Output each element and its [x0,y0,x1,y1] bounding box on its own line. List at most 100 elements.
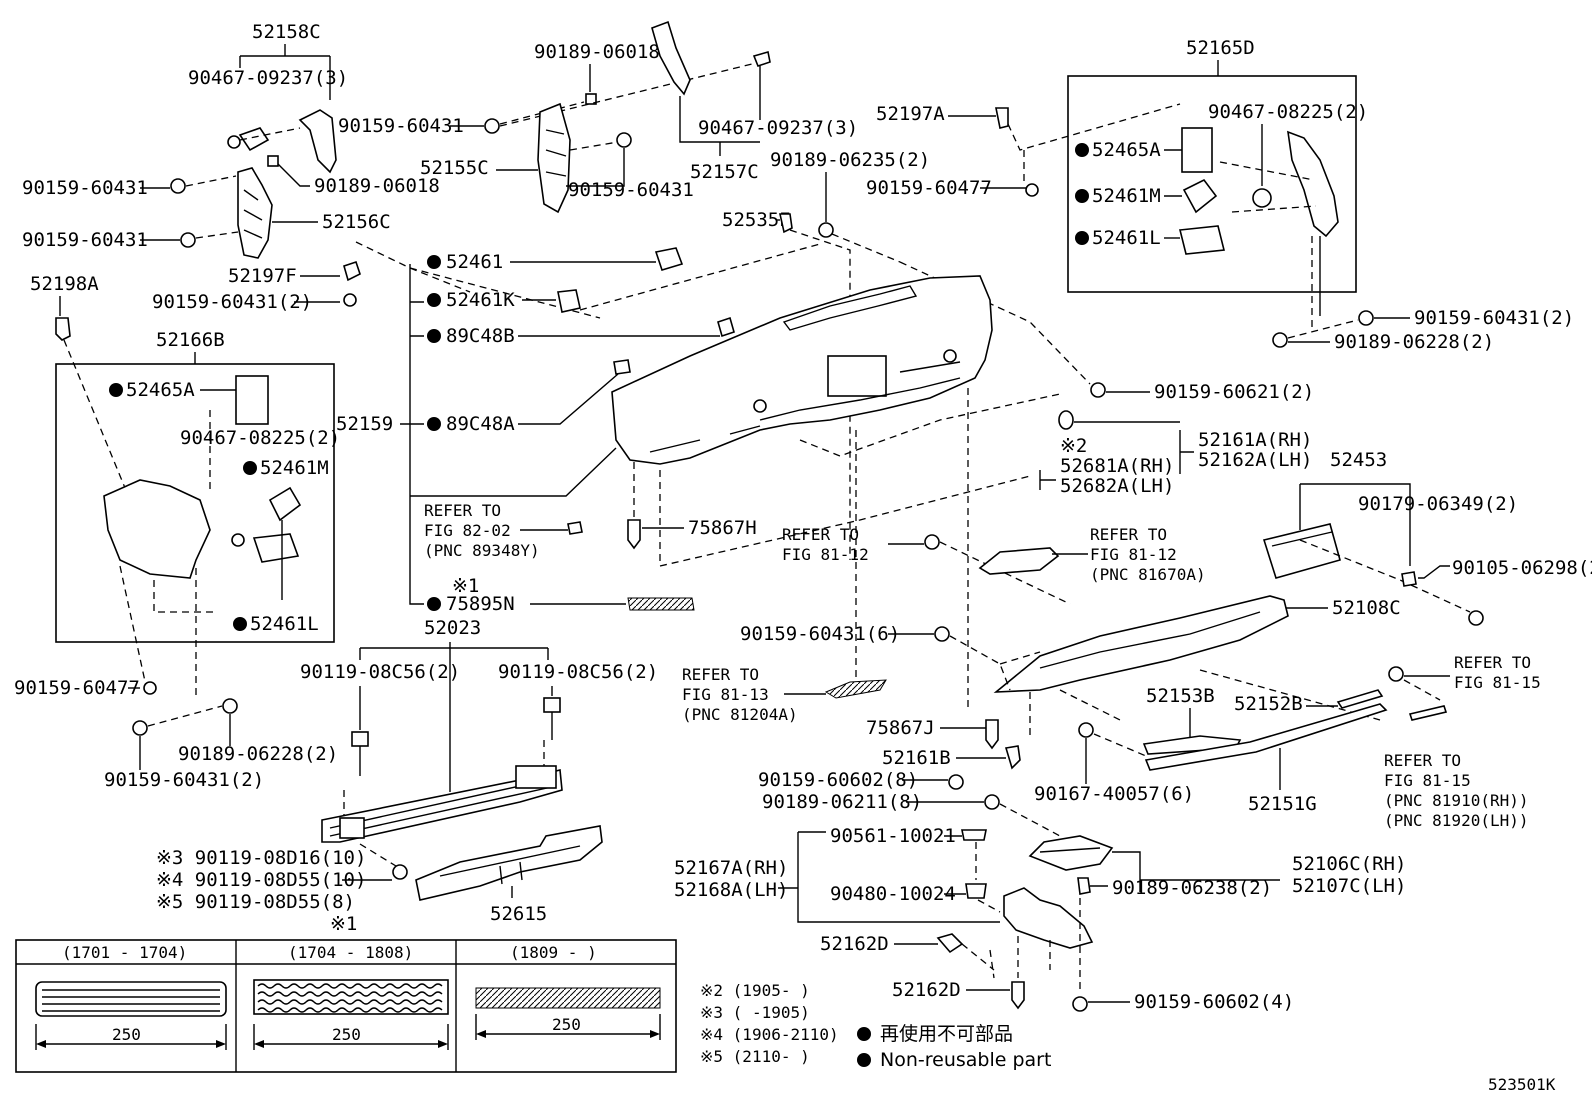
callout-90159-60431-2a[interactable]: 90159-60431(2) [152,291,312,313]
callout-90159-60602-8[interactable]: 90159-60602(8) [758,769,918,791]
callout-52108C[interactable]: 52108C [1332,597,1401,619]
callout-90467-09237-3b[interactable]: 90467-09237(3) [698,117,858,139]
callout-52165D[interactable]: 52165D [1186,37,1255,59]
callout-52461M-b[interactable]: 52461M [1092,185,1161,207]
callout-52198A[interactable]: 52198A [30,273,99,295]
refer-81-15b-d[interactable]: (PNC 81920(LH)) [1384,811,1529,830]
callout-90167-40057-6[interactable]: 90167-40057(6) [1034,783,1194,805]
callout-90480-10024[interactable]: 90480-10024 [830,883,956,905]
refer-81-15b-b[interactable]: FIG 81-15 [1384,771,1471,790]
callout-52682A-LH[interactable]: 52682A(LH) [1060,475,1174,497]
callout-90159-60431-2c[interactable]: 90159-60431(2) [1414,307,1574,329]
callout-52465A-a[interactable]: 52465A [126,379,195,401]
callout-75867J[interactable]: 75867J [866,717,935,739]
callout-89C48B[interactable]: 89C48B [446,325,515,347]
callout-90189-06228-2b[interactable]: 90189-06228(2) [1334,331,1494,353]
callout-90189-06211-8[interactable]: 90189-06211(8) [762,791,922,813]
callout-90561-10021[interactable]: 90561-10021 [830,825,956,847]
callout-52152B[interactable]: 52152B [1234,693,1303,715]
refer-81-15a-b[interactable]: FIG 81-15 [1454,673,1541,692]
refer-81-13-c[interactable]: (PNC 81204A) [682,705,798,724]
callout-52461[interactable]: 52461 [446,251,503,273]
callout-52453[interactable]: 52453 [1330,449,1387,471]
refer-81-13-a[interactable]: REFER TO [682,665,759,684]
callout-90179-06349-2[interactable]: 90179-06349(2) [1358,493,1518,515]
callout-75895N[interactable]: 75895N [446,593,515,615]
refer-82-02-c[interactable]: (PNC 89348Y) [424,541,540,560]
callout-52155C[interactable]: 52155C [420,157,489,179]
legend-note-2: ※2 (1905- ) [700,981,810,1000]
callout-90159-60477-a[interactable]: 90159-60477 [14,677,140,699]
callout-52162D-b[interactable]: 52162D [892,979,961,1001]
callout-90159-60431-d[interactable]: 90159-60431 [338,115,464,137]
callout-52615[interactable]: 52615 [490,903,547,925]
callout-90159-60621-2[interactable]: 90159-60621(2) [1154,381,1314,403]
refer-81-13-b[interactable]: FIG 81-13 [682,685,769,704]
callout-52161B[interactable]: 52161B [882,747,951,769]
callout-52157C[interactable]: 52157C [690,161,759,183]
refer-81-12b-c[interactable]: (PNC 81670A) [1090,565,1206,584]
clip-icon [779,213,793,234]
callout-89C48A[interactable]: 89C48A [446,413,515,435]
dim-variant-2: 250 [332,1025,361,1044]
callout-52166B[interactable]: 52166B [156,329,225,351]
callout-52167A-RH[interactable]: 52167A(RH) [674,857,788,879]
callout-90467-09237-3[interactable]: 90467-09237(3) [188,67,348,89]
callout-52162D-a[interactable]: 52162D [820,933,889,955]
callout-90159-60602-4[interactable]: 90159-60602(4) [1134,991,1294,1013]
callout-52156C[interactable]: 52156C [322,211,391,233]
callout-90119-08C56-2a[interactable]: 90119-08C56(2) [300,661,460,683]
callout-90159-60431-c[interactable]: 90159-60431 [22,229,148,251]
callout-90189-06235-2[interactable]: 90189-06235(2) [770,149,930,171]
clip-icon [924,534,940,550]
refer-82-02-a[interactable]: REFER TO [424,501,501,520]
callout-90159-60431-6[interactable]: 90159-60431(6) [740,623,900,645]
callout-90189-06018-b[interactable]: 90189-06018 [534,41,660,63]
callout-52106C-RH[interactable]: 52106C(RH) [1292,853,1406,875]
clip-icon [995,107,1009,129]
callout-90159-60431-2b[interactable]: 90159-60431(2) [104,769,264,791]
callout-52461K[interactable]: 52461K [446,289,515,311]
note-4-bolt[interactable]: ※4 90119-08D55(10) [156,869,366,891]
callout-52153B[interactable]: 52153B [1146,685,1215,707]
callout-90159-60431-a[interactable]: 90159-60431 [22,177,148,199]
callout-52535E[interactable]: 52535E [722,209,791,231]
callout-52461M-a[interactable]: 52461M [260,457,329,479]
note-5-bolt[interactable]: ※5 90119-08D55(8) [156,891,355,913]
clip-icon [227,135,241,149]
callout-52159[interactable]: 52159 [336,413,393,435]
callout-75867H[interactable]: 75867H [688,517,757,539]
callout-52107C-LH[interactable]: 52107C(LH) [1292,875,1406,897]
callout-52681A-RH[interactable]: 52681A(RH) [1060,455,1174,477]
callout-52465A-b[interactable]: 52465A [1092,139,1161,161]
refer-81-12a-b[interactable]: FIG 81-12 [782,545,869,564]
clip-icon [170,178,186,194]
callout-90119-08C56-2b[interactable]: 90119-08C56(2) [498,661,658,683]
callout-52158C[interactable]: 52158C [252,21,321,43]
refer-81-15b-c[interactable]: (PNC 81910(RH)) [1384,791,1529,810]
refer-81-15a-a[interactable]: REFER TO [1454,653,1531,672]
callout-90467-08225-2b[interactable]: 90467-08225(2) [1208,101,1368,123]
refer-81-12b-b[interactable]: FIG 81-12 [1090,545,1177,564]
callout-90189-06238-2[interactable]: 90189-06238(2) [1112,877,1272,899]
callout-52461L-b[interactable]: 52461L [1092,227,1161,249]
refer-81-15b-a[interactable]: REFER TO [1384,751,1461,770]
callout-90467-08225-2a[interactable]: 90467-08225(2) [180,427,340,449]
callout-52168A-LH[interactable]: 52168A(LH) [674,879,788,901]
refer-81-12a-a[interactable]: REFER TO [782,525,859,544]
callout-52197A[interactable]: 52197A [876,103,945,125]
callout-52161A-RH[interactable]: 52161A(RH) [1198,429,1312,451]
callout-52197F[interactable]: 52197F [228,265,297,287]
callout-52151G[interactable]: 52151G [1248,793,1317,815]
callout-90105-06298-2[interactable]: 90105-06298(2) [1452,557,1592,579]
callout-90159-60477-b[interactable]: 90159-60477 [866,177,992,199]
refer-82-02-b[interactable]: FIG 82-02 [424,521,511,540]
callout-52023[interactable]: 52023 [424,617,481,639]
callout-90159-60431-e[interactable]: 90159-60431 [568,179,694,201]
callout-90189-06228-2a[interactable]: 90189-06228(2) [178,743,338,765]
callout-52162A-LH[interactable]: 52162A(LH) [1198,449,1312,471]
callout-52461L-a[interactable]: 52461L [250,613,319,635]
refer-81-12b-a[interactable]: REFER TO [1090,525,1167,544]
callout-90189-06018[interactable]: 90189-06018 [314,175,440,197]
note-3-bolt[interactable]: ※3 90119-08D16(10) [156,847,366,869]
